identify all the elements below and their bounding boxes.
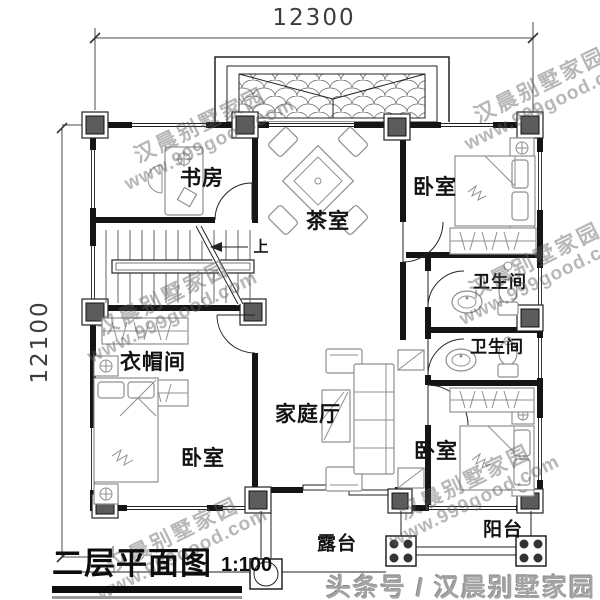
- tea-table: [268, 127, 368, 235]
- staircase: [105, 224, 255, 306]
- bathroom-2-fixtures: [445, 336, 519, 378]
- room-label-terrace: 露台: [316, 533, 358, 555]
- room-label-bathroom-2: 卫生间: [470, 337, 524, 357]
- room-label-tea-room: 茶室: [306, 210, 350, 233]
- footer-watermark: 头条号 / 汉晨别墅家园: [326, 574, 596, 600]
- windows: [90, 122, 543, 511]
- room-label-study: 书房: [180, 167, 224, 190]
- title-underline-thick: [52, 586, 242, 593]
- room-label-family-hall: 家庭厅: [275, 403, 341, 426]
- dimension-left: 12100: [27, 300, 53, 384]
- bedroom-br-furniture: [449, 387, 535, 497]
- room-label-bedroom-bottom-left: 卧室: [181, 447, 225, 470]
- stairs-up-label: 上: [253, 238, 269, 256]
- bedroom-tr-furniture: [449, 137, 537, 255]
- bedroom-bl-furniture: [93, 355, 159, 505]
- title-underline-thin: [52, 596, 242, 599]
- dimension-top: 12300: [272, 5, 356, 31]
- terrace-balcony-structures: [62, 493, 547, 590]
- family-hall-furniture: [321, 348, 425, 492]
- study-furniture: [147, 146, 204, 216]
- interior-walls: [93, 122, 537, 511]
- room-label-cloakroom: 衣帽间: [120, 351, 186, 374]
- drawing-scale: 1:100: [221, 554, 273, 576]
- room-label-bedroom-top-right: 卧室: [413, 176, 457, 199]
- drawing-title-block: 二层平面图 1:100: [52, 548, 272, 579]
- bathroom-1-fixtures: [451, 261, 519, 316]
- room-label-bathroom-1: 卫生间: [473, 272, 527, 292]
- room-label-balcony: 阳台: [482, 519, 524, 541]
- door-arcs: [214, 182, 469, 426]
- room-label-bedroom-bottom-right: 卧室: [414, 440, 458, 463]
- drawing-title: 二层平面图: [52, 546, 212, 581]
